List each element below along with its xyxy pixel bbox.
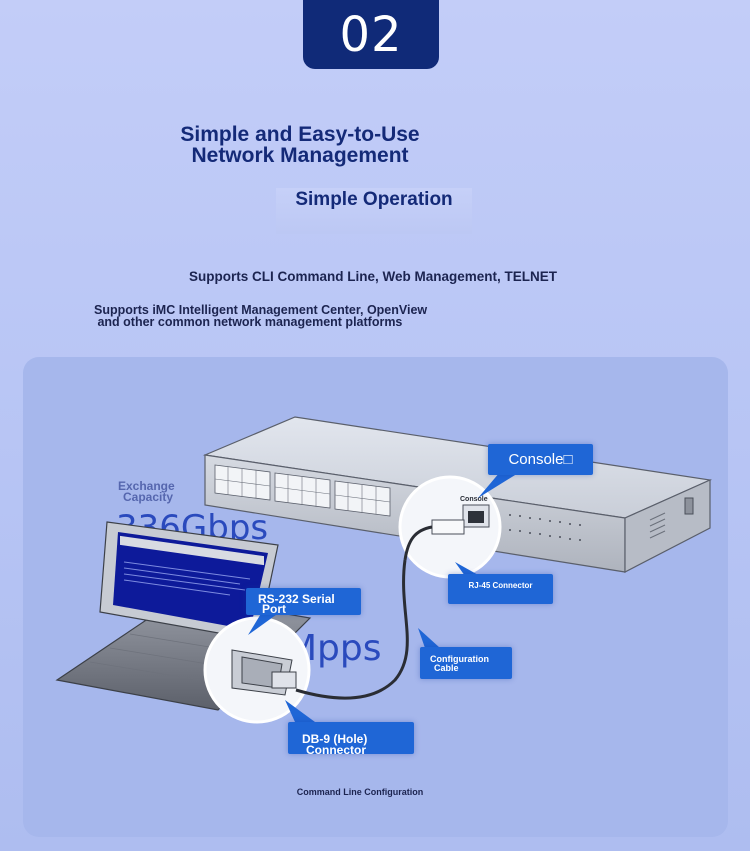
rs232-callout-line-1: RS-232 Serial [258,592,335,606]
db9-port-zoom [203,616,311,724]
console-callout: Console□ [488,444,593,475]
console-callout-text: Console□ [508,451,573,468]
configuration-cable-callout: Configuration Cable [420,647,512,679]
exchange-capacity-line-2: Capacity [123,490,174,504]
rs232-callout-line-2: Port [262,602,286,616]
feature-cli-web-telnet: Supports CLI Command Line, Web Managemen… [188,269,558,284]
config-callout-pointer [418,628,440,648]
db9-callout-line-1: DB-9 (Hole) [302,732,368,746]
config-callout-line-2: Cable [434,663,459,673]
configuration-cable [295,559,409,700]
diagram-caption: Command Line Configuration [296,787,424,797]
section-subtitle: Simple Operation [276,188,472,234]
feature-platforms-line-2: and other common network management plat… [94,315,403,329]
title-line-2: Network Management [191,144,409,167]
console-port-label: Console [460,496,488,503]
rs232-callout: RS-232 Serial Port [246,588,361,615]
section-number: 02 [339,6,403,63]
db9-callout-pointer [285,700,315,722]
console-port-zoom: Console [398,475,502,579]
page-title: Simple and Easy-to-Use Network Managemen… [150,124,450,166]
console-callout-pointer [478,472,520,498]
title-line-1: Simple and Easy-to-Use [180,123,420,146]
rj45-callout-pointer [455,562,480,576]
db9-callout-line-2: Connector [306,743,366,757]
feature-management-platforms: Supports iMC Intelligent Management Cent… [94,303,664,329]
section-number-badge: 02 [303,0,439,69]
db9-callout: DB-9 (Hole) Connector [288,722,414,757]
rs232-callout-pointer [248,612,280,635]
feature-platforms-line-1: Supports iMC Intelligent Management Cent… [94,303,428,317]
exchange-capacity-line-1: Exchange [118,479,175,493]
exchange-capacity-label: Exchange Capacity [118,479,175,504]
config-callout-line-1: Configuration [430,654,489,664]
rj45-callout: RJ-45 Connector [448,574,553,604]
rj45-callout-text: RJ-45 Connector [468,581,533,590]
